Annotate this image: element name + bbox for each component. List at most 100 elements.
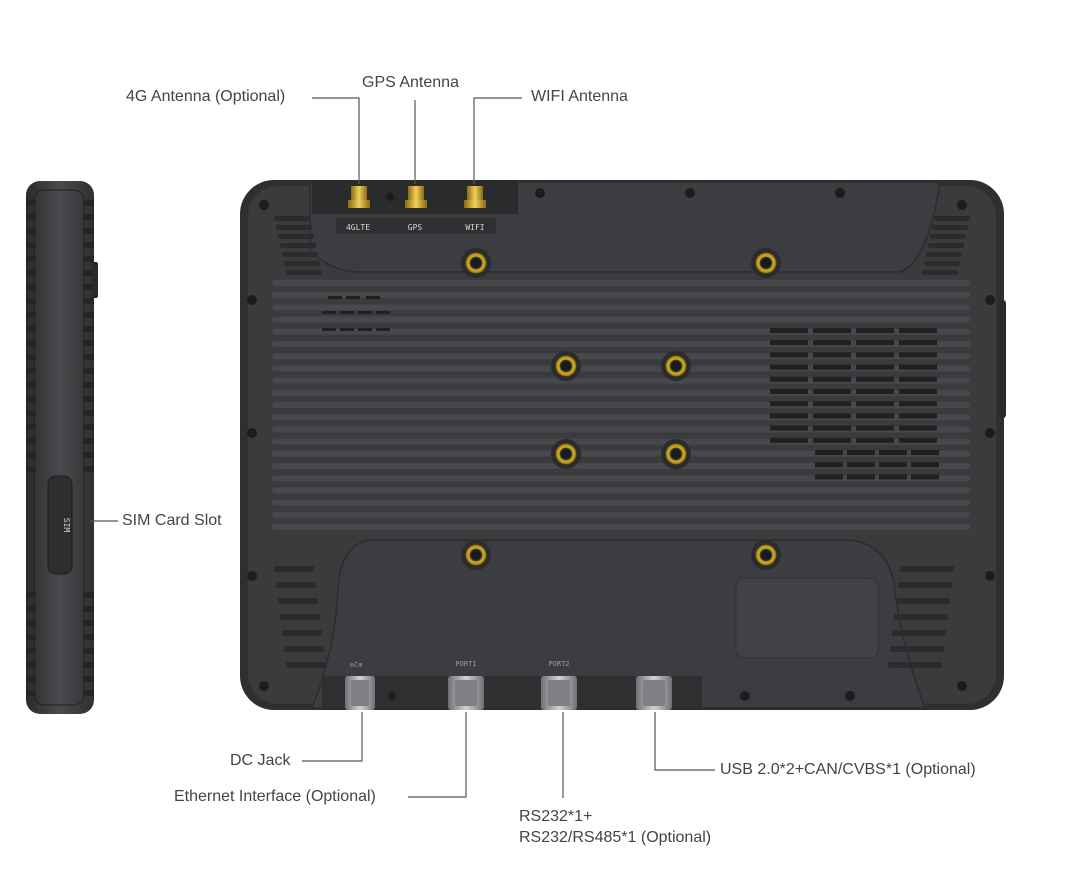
vent-slot xyxy=(813,352,851,358)
fin-bottom-right xyxy=(898,582,952,588)
vent-slot xyxy=(770,401,808,407)
callout-gps-antenna: GPS Antenna xyxy=(362,74,459,91)
rib xyxy=(272,475,970,482)
side-rib xyxy=(26,270,36,276)
side-rib xyxy=(84,270,94,276)
vent-slot xyxy=(770,340,808,346)
fin-bottom-right xyxy=(894,614,948,620)
side-rib xyxy=(84,284,94,290)
fin-bottom-left xyxy=(282,630,322,636)
sim-slot-label: SIM xyxy=(62,518,71,533)
callout-wifi-antenna: WIFI Antenna xyxy=(531,88,628,105)
vent-slot xyxy=(847,450,875,455)
fin-top-left xyxy=(284,261,320,266)
vent-slot xyxy=(856,376,894,382)
vent-slot xyxy=(770,352,808,358)
side-rib xyxy=(26,256,36,262)
vent-slot xyxy=(879,450,907,455)
side-rib xyxy=(26,424,36,430)
side-rib xyxy=(26,242,36,248)
vent-slot xyxy=(856,425,894,431)
leader-usb xyxy=(654,712,715,771)
vent-slot xyxy=(813,328,851,333)
side-rib xyxy=(26,690,36,696)
screw-hole xyxy=(761,258,771,268)
edge-screw xyxy=(985,428,995,438)
rib xyxy=(272,280,970,286)
edge-screw xyxy=(247,428,257,438)
vent-slot xyxy=(813,425,851,431)
screw-hole xyxy=(671,449,681,459)
vent-slot xyxy=(770,364,808,370)
leader-4g xyxy=(312,97,360,184)
side-rib xyxy=(84,606,94,612)
side-rib xyxy=(84,382,94,388)
vent-slot xyxy=(899,376,937,382)
vent-slot xyxy=(813,340,851,346)
corner-fins xyxy=(274,216,970,668)
side-rib xyxy=(26,396,36,402)
vent-slot xyxy=(813,413,851,419)
vent-slot xyxy=(815,474,843,480)
side-rib xyxy=(84,620,94,626)
fin-top-left xyxy=(278,234,314,239)
vent-slot xyxy=(911,462,939,468)
vent-slot xyxy=(899,437,937,443)
side-rib xyxy=(26,634,36,640)
edge-screws xyxy=(247,188,995,701)
side-rib xyxy=(26,382,36,388)
screw-hole xyxy=(471,550,481,560)
side-rib xyxy=(26,340,36,346)
leader-lines xyxy=(90,97,715,798)
fin-top-right xyxy=(934,216,970,221)
vent-slot xyxy=(815,462,843,468)
callout-sim-slot: SIM Card Slot xyxy=(122,512,222,529)
rib xyxy=(272,463,970,469)
side-button xyxy=(92,262,98,298)
callout-dc-jack: DC Jack xyxy=(230,752,291,769)
small-vent xyxy=(376,311,390,314)
side-inner-edge xyxy=(33,189,85,706)
fin-top-left xyxy=(274,216,310,221)
fin-top-left xyxy=(276,225,312,230)
vent-slot xyxy=(770,328,808,333)
small-vent xyxy=(322,311,336,314)
vent-slot xyxy=(856,328,894,333)
side-rib xyxy=(26,620,36,626)
callout-rs232-line2: RS232/RS485*1 (Optional) xyxy=(519,829,712,846)
side-rib xyxy=(26,354,36,360)
vent-slot xyxy=(770,425,808,431)
vent-slot xyxy=(813,376,851,382)
fin-bottom-left xyxy=(278,598,318,604)
leader-ethernet xyxy=(408,712,467,798)
vent-slot xyxy=(770,413,808,419)
side-rib xyxy=(26,676,36,682)
side-rib xyxy=(26,214,36,220)
antenna-gps-connector xyxy=(405,186,427,208)
fin-top-right xyxy=(924,261,960,266)
side-rib xyxy=(26,284,36,290)
side-rib xyxy=(84,200,94,206)
side-rib xyxy=(26,438,36,444)
antenna-wifi-connector xyxy=(464,186,486,208)
vent-slot xyxy=(899,425,937,431)
small-vent xyxy=(340,311,354,314)
port1-label: PORT1 xyxy=(455,660,476,668)
small-vent xyxy=(328,296,342,299)
small-vent xyxy=(366,296,380,299)
callout-usb: USB 2.0*2+CAN/CVBS*1 (Optional) xyxy=(720,761,976,778)
vent-slot xyxy=(899,352,937,358)
small-vent xyxy=(376,328,390,331)
side-rib xyxy=(26,312,36,318)
vent-slot xyxy=(770,437,808,443)
antenna-label-strip xyxy=(336,218,496,234)
side-rib xyxy=(84,634,94,640)
vent-slot xyxy=(911,474,939,480)
side-rib xyxy=(26,606,36,612)
antenna-wifi-label: WIFI xyxy=(465,223,484,232)
side-ribs xyxy=(26,200,94,696)
vent-slot xyxy=(813,437,851,443)
small-vent xyxy=(358,311,372,314)
leader-wifi xyxy=(473,97,522,184)
